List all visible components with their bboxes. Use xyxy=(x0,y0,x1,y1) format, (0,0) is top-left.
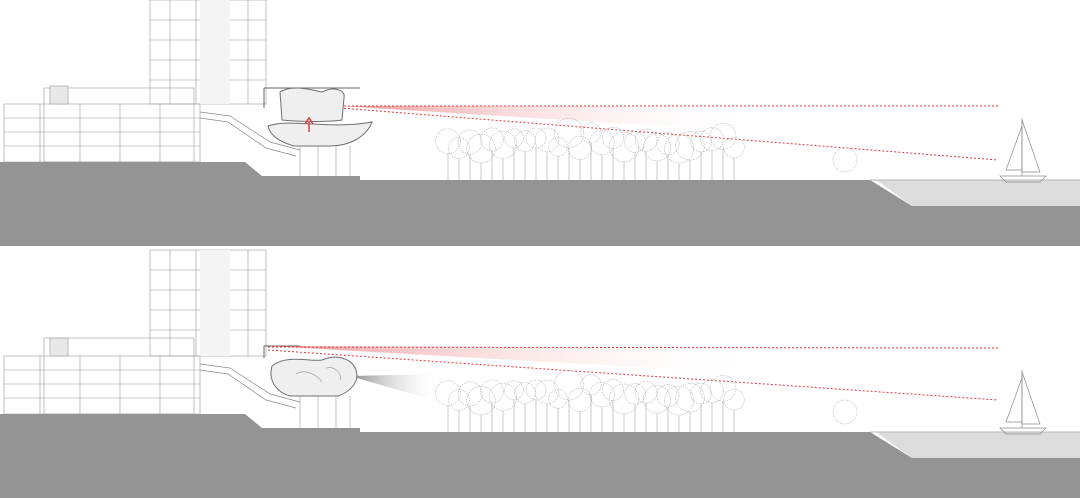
water-body xyxy=(876,180,1080,206)
tree-canopy xyxy=(723,136,745,159)
tree-canopy xyxy=(602,126,624,149)
sightline-horizontal xyxy=(267,346,999,349)
tree-canopy xyxy=(580,122,602,144)
tree-canopy xyxy=(448,389,470,411)
tree-canopy xyxy=(690,382,712,405)
tree-canopy xyxy=(489,130,517,159)
tree-canopy xyxy=(553,117,585,149)
tree-canopy xyxy=(514,382,536,404)
tree-canopy xyxy=(480,379,504,404)
sailboat-icon xyxy=(999,118,1047,183)
tree-canopy xyxy=(664,133,694,164)
tree-canopy xyxy=(525,127,547,149)
podium-building xyxy=(3,337,201,415)
shadow-wedge xyxy=(350,374,440,402)
tree-canopy xyxy=(709,375,737,402)
tree-canopy xyxy=(643,385,671,414)
tree-canopy xyxy=(514,130,536,152)
tree-canopy xyxy=(548,137,568,157)
tree-canopy xyxy=(457,129,483,155)
sailboat-icon xyxy=(999,370,1047,435)
tree-canopy xyxy=(466,386,496,416)
tree-canopy xyxy=(568,135,592,160)
tree-canopy xyxy=(664,385,694,416)
tree-canopy xyxy=(675,131,705,161)
tree-canopy xyxy=(656,384,680,408)
pavilion-module xyxy=(270,356,358,397)
ramp-structure-lower xyxy=(199,117,297,157)
tree-canopy xyxy=(480,127,504,152)
tree-canopy xyxy=(504,128,524,148)
tree-canopy xyxy=(634,128,658,152)
pavilion-module-detail xyxy=(295,367,341,383)
tree-canopy xyxy=(504,380,524,400)
tree-canopy xyxy=(435,128,461,154)
tree-canopy xyxy=(489,382,517,411)
tree-canopy xyxy=(656,132,680,156)
tree-canopy xyxy=(435,380,461,406)
tree-canopy xyxy=(624,383,646,405)
tree-canopy xyxy=(608,131,640,163)
tree-canopy xyxy=(700,379,724,403)
tree-canopy xyxy=(534,127,560,153)
ramp-structure xyxy=(199,111,301,151)
section-bottom xyxy=(0,249,1080,498)
tree-canopy xyxy=(624,131,646,153)
tree-canopy xyxy=(553,369,585,401)
view-cone xyxy=(340,106,760,132)
tree-canopy xyxy=(832,147,858,173)
tower-building xyxy=(149,249,267,357)
tree-canopy xyxy=(832,399,858,425)
pavilion-lower-module xyxy=(267,121,373,147)
pavilion-supports xyxy=(299,146,351,180)
tree-canopy xyxy=(602,378,624,401)
tree-canopy xyxy=(568,387,592,412)
tree-canopy xyxy=(608,383,640,415)
tree-canopy xyxy=(709,123,737,150)
tower-building xyxy=(149,0,267,105)
ground-mass xyxy=(0,414,1080,498)
tree-canopy xyxy=(589,381,615,408)
tree-canopy xyxy=(723,388,745,411)
tree-canopy xyxy=(643,133,671,162)
tree-canopy xyxy=(448,137,470,159)
podium-building xyxy=(3,85,201,163)
tree-canopy xyxy=(548,389,568,409)
lift-arrow-icon xyxy=(304,116,314,132)
tree-canopy xyxy=(457,381,483,407)
section-top xyxy=(0,0,1080,246)
tree-canopy xyxy=(466,134,496,164)
ramp-structure xyxy=(199,363,301,403)
tree-canopy xyxy=(580,374,602,396)
tree-grove xyxy=(435,117,858,180)
ramp-structure-lower xyxy=(199,369,297,409)
tree-canopy xyxy=(589,129,615,156)
water-body xyxy=(876,432,1080,458)
tree-grove xyxy=(435,369,858,432)
tree-canopy xyxy=(634,380,658,404)
tree-canopy xyxy=(525,379,547,401)
ground-mass xyxy=(0,162,1080,246)
view-cone xyxy=(268,346,760,374)
tree-canopy xyxy=(690,130,712,153)
tree-canopy xyxy=(675,383,705,413)
tree-canopy xyxy=(700,127,724,151)
pavilion-supports xyxy=(299,396,351,432)
pavilion-upper-module xyxy=(279,87,345,122)
tree-canopy xyxy=(534,379,560,405)
sightline-sloped xyxy=(267,349,999,401)
